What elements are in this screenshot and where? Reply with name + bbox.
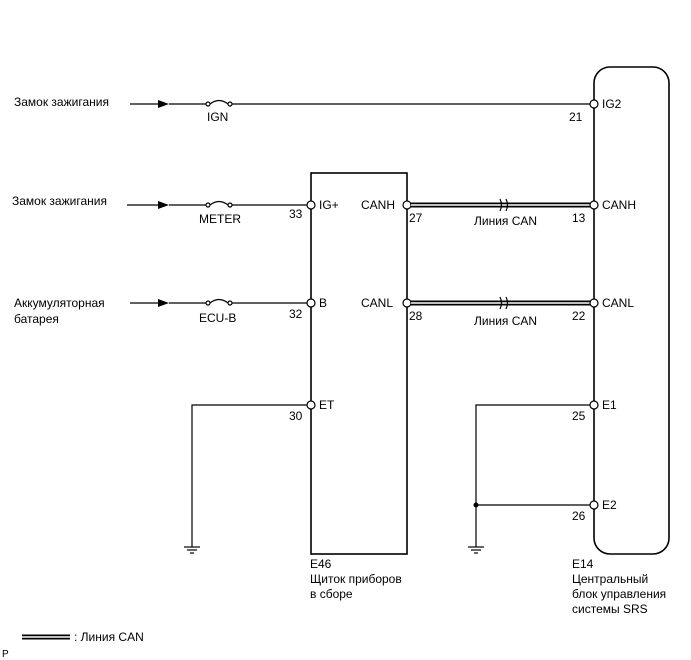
srs-pin-canl-label: CANL <box>602 296 634 310</box>
srs-pin-canh <box>589 200 599 210</box>
meter-circuit: Замок зажигания METER IG+ 33 <box>12 194 339 226</box>
can-low-line-label: Линия CAN <box>474 314 537 328</box>
meter-pin-canh-number: 27 <box>409 211 423 225</box>
srs-pin-canh-label: CANH <box>602 198 636 212</box>
srs-ground-circuit: E1 25 E2 26 <box>468 398 617 554</box>
srs-name-line3: системы SRS <box>572 602 648 616</box>
meter-fuse <box>209 200 229 206</box>
meter-code: E46 <box>310 557 332 571</box>
meter-pin-canl-label: CANL <box>361 296 393 310</box>
battery-arrow <box>158 299 169 307</box>
combination-meter-box <box>310 172 408 555</box>
pin-e2-label: E2 <box>602 498 617 512</box>
ign-arrow <box>158 100 169 108</box>
ign-fuse-label: IGN <box>207 110 228 124</box>
srs-name-line1: Центральный <box>572 572 648 586</box>
meter-pin-canl <box>402 298 412 308</box>
srs-pin-canh-number: 13 <box>572 211 586 225</box>
pin-igp <box>306 200 316 210</box>
meter-fuse-label: METER <box>199 212 241 226</box>
srs-ground-symbol <box>468 546 484 554</box>
battery-source-line1: Аккумуляторная <box>14 296 105 310</box>
pin-e2 <box>589 500 599 510</box>
ground-junction-dot <box>473 502 479 508</box>
meter-name-line2: в сборе <box>310 587 353 601</box>
pin-ig2-number: 21 <box>569 110 583 124</box>
pin-ig2 <box>589 99 599 109</box>
ecub-fuse-label: ECU-B <box>199 311 236 325</box>
meter-pin-canh <box>402 200 412 210</box>
srs-name-line2: блок управления <box>572 587 666 601</box>
meter-name-line1: Щиток приборов <box>310 572 402 586</box>
pin-b-label: B <box>319 296 327 310</box>
battery-circuit: Аккумуляторная батарея ECU-B B 32 <box>14 296 327 326</box>
meter-caption: E46 Щиток приборов в сборе <box>310 557 402 601</box>
ign-circuit: Замок зажигания IGN IG2 21 <box>14 95 622 124</box>
can-high-line: CANH 27 Линия CAN CANH 13 <box>361 198 636 228</box>
pin-et <box>306 400 316 410</box>
ign-fuse <box>209 99 229 105</box>
pin-igp-label: IG+ <box>319 198 339 212</box>
legend: : Линия CAN <box>22 630 144 644</box>
airbag-ecu-box <box>593 66 670 555</box>
pin-et-label: ET <box>319 398 335 412</box>
pin-e1-label: E1 <box>602 398 617 412</box>
ecub-fuse <box>209 298 229 304</box>
meter-source-label: Замок зажигания <box>12 194 107 208</box>
meter-arrow <box>158 201 169 209</box>
srs-caption: E14 Центральный блок управления системы … <box>572 557 666 616</box>
pin-igp-number: 33 <box>289 207 303 221</box>
pin-b <box>306 298 316 308</box>
can-high-line-label: Линия CAN <box>474 214 537 228</box>
pin-ig2-label: IG2 <box>602 97 622 111</box>
battery-source-line2: батарея <box>14 312 59 326</box>
pin-e1-number: 25 <box>572 409 586 423</box>
pin-et-number: 30 <box>289 409 303 423</box>
pin-e2-number: 26 <box>572 509 586 523</box>
pin-e1 <box>589 400 599 410</box>
srs-pin-canl-number: 22 <box>572 309 586 323</box>
meter-ground-symbol <box>184 546 200 554</box>
legend-text: : Линия CAN <box>74 630 144 644</box>
meter-pin-canl-number: 28 <box>409 309 423 323</box>
can-low-line: CANL 28 Линия CAN CANL 22 <box>361 296 634 328</box>
meter-ground-circuit: ET 30 <box>184 398 335 554</box>
ign-source-label: Замок зажигания <box>14 95 109 109</box>
corner-mark: P <box>2 649 9 660</box>
srs-pin-canl <box>589 298 599 308</box>
meter-pin-canh-label: CANH <box>361 198 395 212</box>
pin-b-number: 32 <box>289 307 303 321</box>
srs-code: E14 <box>572 557 594 571</box>
